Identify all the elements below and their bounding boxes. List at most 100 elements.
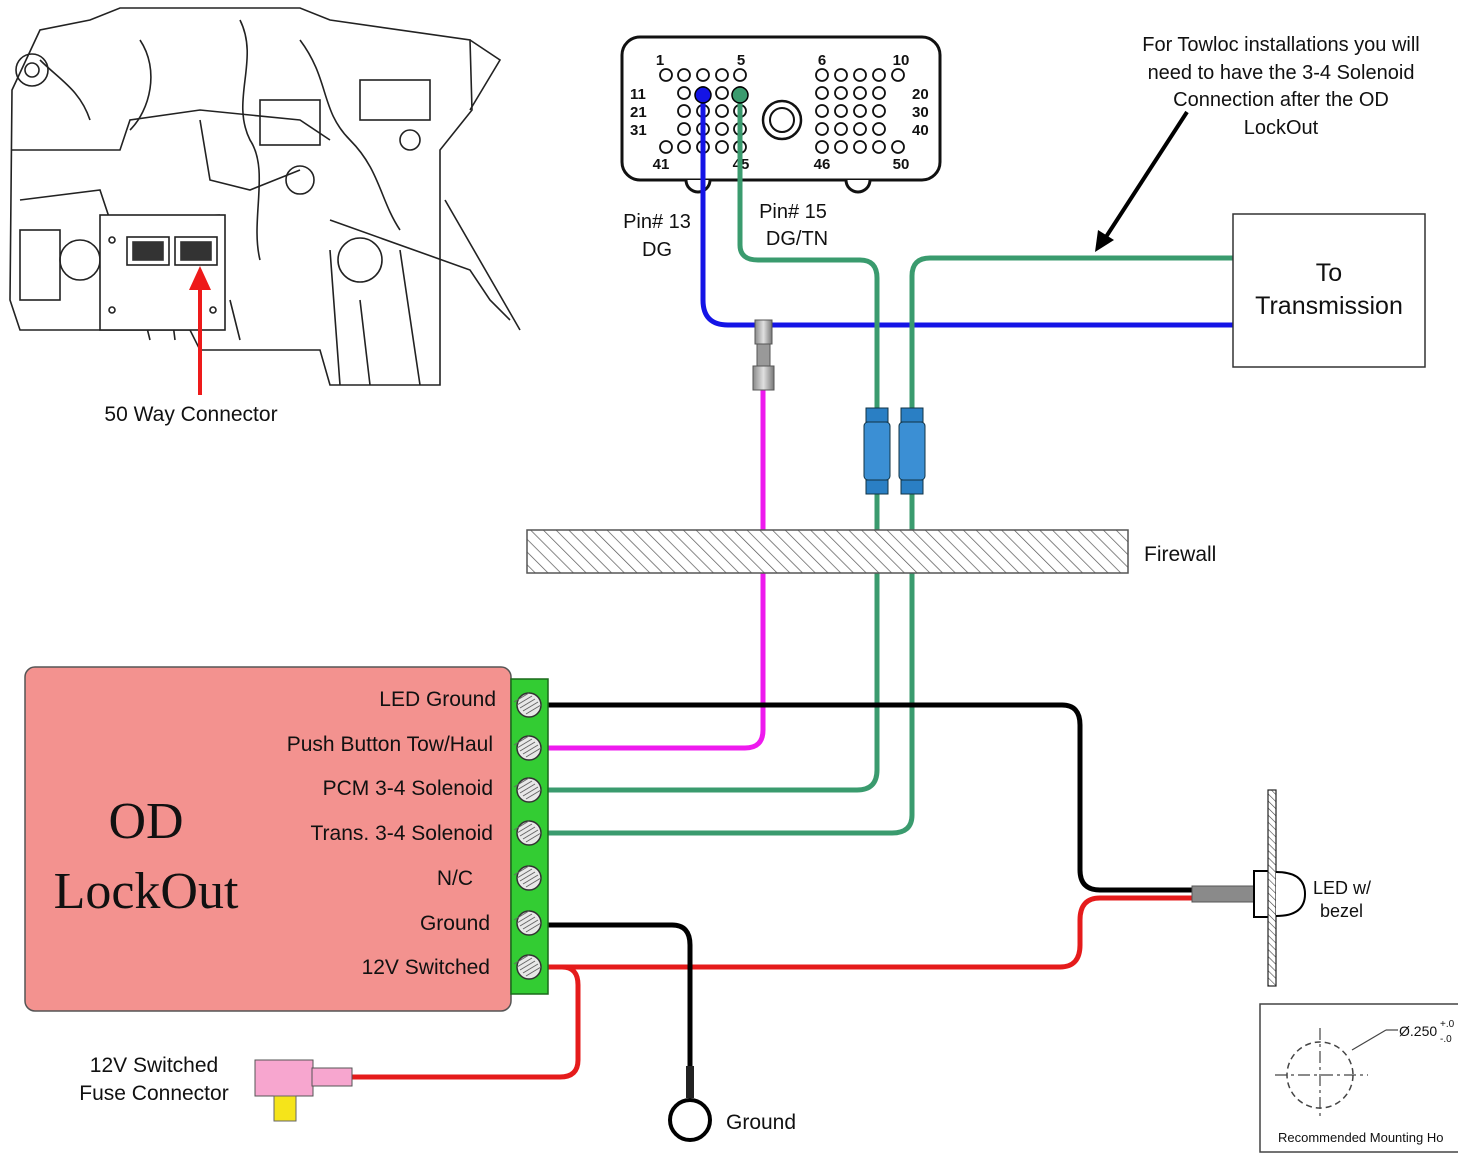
terminal-screw-slot <box>516 868 533 879</box>
connector-pin-hole <box>815 68 829 82</box>
splice-ferrule <box>752 319 775 391</box>
terminal-screw-slot <box>513 954 530 965</box>
pin13-color: DG <box>642 239 672 261</box>
wire-red-fuse <box>349 964 581 1080</box>
towloc-note-line: need to have the 3-4 Solenoid <box>1148 62 1415 84</box>
pin-15-dot <box>731 86 749 104</box>
connector-pin-hole <box>872 140 886 154</box>
connector-pin-hole <box>872 68 886 82</box>
terminal-screw-slot <box>522 744 539 755</box>
connector-pin-hole <box>872 104 886 118</box>
transmission-label: Transmission <box>1255 292 1403 320</box>
terminal-label-trans-solenoid: Trans. 3-4 Solenoid <box>311 822 494 845</box>
mounting-tolerance: -.0 <box>1440 1034 1452 1045</box>
pin-number: 5 <box>737 52 745 69</box>
wire-blue-pin13 <box>700 92 1236 328</box>
connector-pin-hole <box>815 140 829 154</box>
pin-number: 40 <box>912 122 929 139</box>
terminal-screw-slot <box>522 701 539 712</box>
firewall <box>526 529 1129 574</box>
connector-pin-hole <box>715 104 729 118</box>
terminal-screw-slot <box>525 747 542 758</box>
connector-pin-hole <box>853 140 867 154</box>
led-label: bezel <box>1320 901 1363 921</box>
led-label: LED w/ <box>1313 878 1371 898</box>
wire-black-ground <box>542 922 693 1071</box>
pin15-color: DG/TN <box>766 228 828 250</box>
terminal-screw-slot <box>519 741 536 752</box>
connector-pin-hole <box>815 104 829 118</box>
ecm-connector-face: 1 5 6 10 11 20 21 30 31 40 41 45 46 50 <box>620 35 942 194</box>
terminal-screw-slot <box>525 877 542 888</box>
terminal-screw-slot <box>513 735 530 746</box>
mounting-caption: Recommended Mounting Ho <box>1278 1130 1443 1145</box>
connector-pin-hole <box>853 68 867 82</box>
connector-pin-hole <box>853 104 867 118</box>
terminal-screw-slot <box>525 704 542 715</box>
connector-pin-hole <box>659 68 673 82</box>
connector-pin-hole <box>891 140 905 154</box>
terminal-screw-slot <box>513 692 530 703</box>
transmission-box <box>1232 213 1426 368</box>
connector-pin-hole <box>872 122 886 136</box>
towloc-note-line: LockOut <box>1244 117 1319 139</box>
pin-number: 30 <box>912 104 929 121</box>
terminal-screws <box>513 692 542 980</box>
connector-pin-hole <box>677 68 691 82</box>
terminal-screw-slot <box>519 698 536 709</box>
pin-number: 50 <box>893 156 910 173</box>
terminal-screw <box>516 692 542 718</box>
wire-magenta-pushbutton <box>542 387 766 751</box>
connector-pin-hole <box>815 122 829 136</box>
terminal-screw-slot <box>525 789 542 800</box>
terminal-screw-slot <box>516 913 533 924</box>
terminal-screw-slot <box>513 820 530 831</box>
terminal-screw-slot <box>522 829 539 840</box>
terminal-screw-slot <box>525 832 542 843</box>
terminal-label-pcm-solenoid: PCM 3-4 Solenoid <box>323 777 493 800</box>
terminal-screw <box>516 820 542 846</box>
connector-pin-hole <box>834 122 848 136</box>
terminal-screw <box>516 865 542 891</box>
fuse-label: 12V Switched <box>90 1054 218 1077</box>
pin-number: 31 <box>630 122 647 139</box>
firewall-label: Firewall <box>1144 543 1216 566</box>
terminal-screw <box>516 777 542 803</box>
terminal-screw-slot <box>516 823 533 834</box>
connector-pin-hole <box>891 68 905 82</box>
pin-number: 11 <box>630 86 646 103</box>
connector-pin-hole <box>733 68 747 82</box>
ground-ring-terminal <box>668 1066 712 1142</box>
connector-pin-hole <box>696 68 710 82</box>
connector-pin-hole <box>659 140 673 154</box>
connector-pin-hole <box>834 86 848 100</box>
wire-green-pin15 <box>542 92 880 793</box>
connector-pin-hole <box>834 104 848 118</box>
terminal-screw-slot <box>519 783 536 794</box>
pin-number: 20 <box>912 86 929 103</box>
pin-number: 21 <box>630 104 647 121</box>
terminal-screw-slot <box>516 957 533 968</box>
towloc-note-line: Connection after the OD <box>1173 89 1389 111</box>
note-arrow <box>1102 110 1189 242</box>
terminal-label-12v: 12V Switched <box>362 956 490 979</box>
pin13-label: Pin# 13 <box>623 211 691 233</box>
connector-pin-hole <box>715 86 729 100</box>
fuse-label: Fuse Connector <box>79 1082 228 1105</box>
ground-label: Ground <box>726 1111 796 1134</box>
connector-pin-hole <box>872 86 886 100</box>
terminal-screw-slot <box>519 826 536 837</box>
led-with-bezel <box>1191 789 1307 987</box>
module-title: OD <box>108 793 183 850</box>
towloc-note-line: For Towloc installations you will <box>1142 34 1420 56</box>
connector-pin-hole <box>715 122 729 136</box>
mounting-hole-detail <box>1259 1003 1458 1153</box>
note-arrow-head <box>1095 230 1114 252</box>
terminal-screw-slot <box>525 922 542 933</box>
connector-pin-hole <box>834 140 848 154</box>
connector-pin-hole <box>815 86 829 100</box>
terminal-screw <box>516 735 542 761</box>
terminal-screw-slot <box>525 966 542 977</box>
pin-number: 6 <box>818 52 826 69</box>
